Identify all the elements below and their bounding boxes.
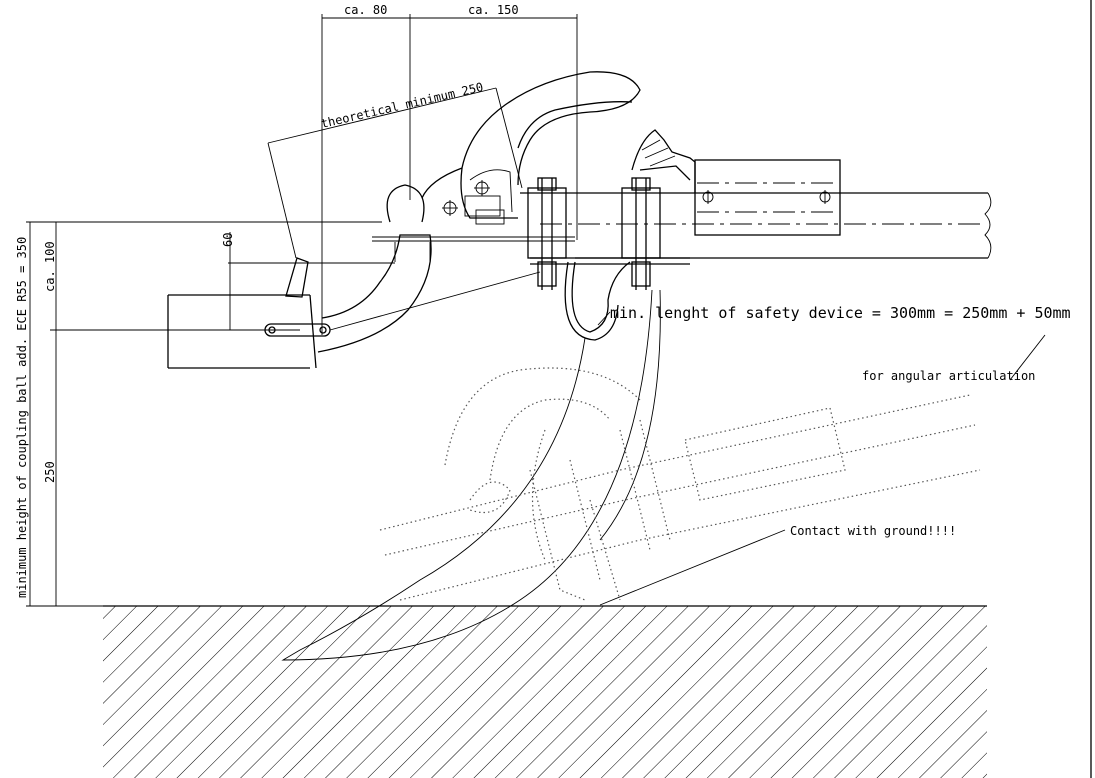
dim-ca-80: ca. 80 [344, 3, 387, 17]
ground-hatch [103, 605, 987, 778]
clamp-bolts [329, 177, 690, 331]
coupling-head [421, 71, 641, 225]
annotation-ground-contact: Contact with ground!!!! [790, 524, 956, 538]
dim-ca-150: ca. 150 [468, 3, 519, 17]
leader-lines [597, 311, 1046, 606]
vehicle-crossbar [167, 257, 331, 369]
dim-min-height: minimum height of coupling ball add. ECE… [15, 237, 29, 598]
theoretical-minimum-dimension: theoretical minimum 250 [267, 80, 523, 259]
articulated-position [379, 367, 981, 601]
safety-device [281, 261, 661, 661]
dim-ca-100: ca. 100 [43, 241, 57, 292]
dim-60: 60 [221, 233, 235, 247]
annotation-safety-device: min. lenght of safety device = 300mm = 2… [610, 304, 1071, 322]
top-dimensions: ca. 80 ca. 150 [321, 3, 578, 335]
drawbar [520, 129, 992, 259]
left-dimensions: 60 ca. 100 250 minimum height of couplin… [15, 221, 395, 607]
dim-theoretical-minimum: theoretical minimum 250 [320, 80, 485, 131]
coupling-ball [317, 184, 575, 353]
dim-250: 250 [43, 461, 57, 483]
annotation-angular-articulation: for angular articulation [862, 369, 1035, 383]
